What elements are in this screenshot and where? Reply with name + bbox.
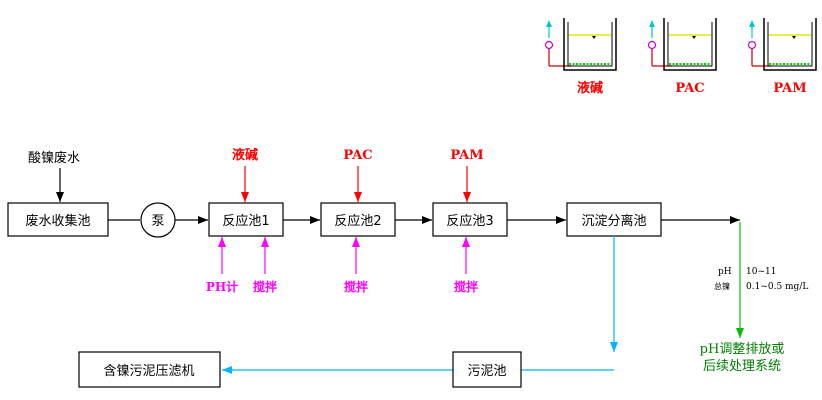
- pump-icon: [647, 40, 657, 50]
- dosing-tank-pam: PAM: [747, 18, 817, 96]
- pam-input-label: PAM: [450, 148, 483, 163]
- filter-press-label: 含镍污泥压滤机: [103, 363, 194, 379]
- tank-label: PAC: [675, 81, 704, 96]
- tank-label: PAM: [773, 81, 806, 96]
- nickel-spec-value: 0.1~0.5 mg/L: [746, 282, 808, 292]
- filter-press-box: [78, 351, 221, 388]
- caustic-input-label: 液碱: [232, 147, 258, 163]
- collection-tank-label: 废水收集池: [25, 213, 90, 229]
- ph-spec-value: 10~11: [746, 267, 776, 277]
- reactor-3-label: 反应池3: [446, 213, 493, 229]
- pump-label: 泵: [151, 214, 164, 229]
- pump-icon: [544, 40, 554, 50]
- ph-meter-label: PH计: [206, 279, 238, 294]
- reactor-2-label: 反应池2: [334, 213, 381, 229]
- ph-spec-label: pH: [718, 267, 732, 277]
- sludge-tank-label: 污泥池: [467, 364, 506, 379]
- sludge-tank-box: [452, 351, 522, 388]
- mixer-3-label: 搅拌: [454, 279, 478, 294]
- dosing-tank-caustic: 液碱: [544, 18, 617, 96]
- inflow-label: 酸镍废水: [28, 150, 80, 166]
- tank-label: 液碱: [577, 80, 603, 96]
- nickel-spec-label: 总镍: [714, 281, 730, 291]
- reactor-2-box: [320, 202, 396, 237]
- pac-input-label: PAC: [343, 148, 372, 163]
- effluent-destination-line2: 后续处理系统: [703, 359, 781, 374]
- mixer-2-label: 搅拌: [344, 279, 368, 294]
- pump-icon: [747, 40, 757, 50]
- mixer-1-label: 搅拌: [253, 279, 277, 294]
- dosing-tank-pac: PAC: [647, 18, 717, 96]
- reactor-1-label: 反应池1: [222, 213, 269, 229]
- reactor-3-box: [432, 202, 508, 237]
- collection-tank-box: [7, 202, 109, 237]
- settling-tank-label: 沉淀分离池: [581, 213, 646, 229]
- effluent-destination-line1: pH调整排放或: [700, 342, 785, 357]
